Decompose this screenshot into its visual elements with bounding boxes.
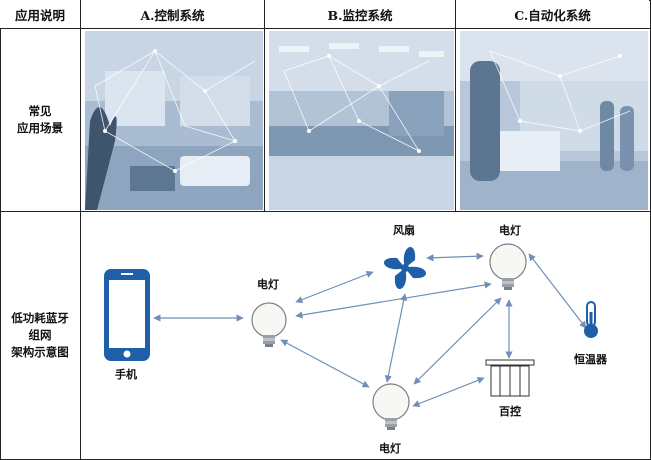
arch-label-line3: 架构示意图 — [11, 345, 69, 359]
lamp-top-right-label: 电灯 — [499, 224, 521, 237]
scenes-row-label: 常见 应用场景 — [0, 29, 80, 211]
fan-label: 风扇 — [393, 224, 415, 237]
lamp-top-right-icon — [489, 243, 527, 290]
fan-icon — [383, 246, 427, 290]
col-divider-2 — [264, 0, 265, 211]
blinds-label: 百控 — [499, 405, 521, 418]
connection-arrows — [153, 252, 587, 407]
header-col-monitor: B.监控系统 — [265, 0, 455, 28]
arch-label-line1: 低功耗蓝牙 — [11, 311, 69, 325]
scenes-label-line2: 应用场景 — [17, 121, 63, 135]
photo-control-living-room — [85, 31, 263, 210]
col-divider-3 — [455, 0, 456, 211]
lamp-bottom-icon — [372, 383, 410, 430]
arrow-toplamp-bottomlamp — [413, 297, 502, 385]
col-divider-1 — [80, 0, 81, 459]
header-col-automation: C.自动化系统 — [456, 0, 649, 28]
phone-label: 手机 — [115, 368, 137, 381]
arrow-lamp-fan — [295, 270, 374, 304]
thermostat-label: 恒温器 — [574, 353, 607, 366]
header-col-control: A.控制系统 — [81, 0, 264, 28]
thermostat-icon — [584, 301, 598, 338]
photo-monitor-factory — [269, 31, 454, 210]
header-divider — [0, 28, 650, 29]
lamp-bottom-label: 电灯 — [379, 442, 401, 455]
scenes-label-line1: 常见 — [28, 104, 52, 118]
row-divider — [0, 211, 650, 212]
blinds-icon — [485, 359, 535, 397]
photo-automation-hospital — [460, 31, 648, 210]
ble-mesh-diagram — [104, 243, 598, 430]
arrow-lamp-bottomlamp — [280, 339, 370, 388]
arch-row-label: 低功耗蓝牙 组网 架构示意图 — [0, 212, 80, 459]
arrow-lamp-toplamp — [295, 281, 492, 319]
lamp-left-icon — [251, 302, 287, 347]
arch-label-line2: 组网 — [28, 328, 52, 342]
arrow-toplamp-thermostat — [528, 253, 587, 329]
header-col-description: 应用说明 — [0, 0, 80, 28]
lamp-left-label: 电灯 — [257, 278, 279, 291]
arrow-blinds-bottomlamp — [412, 377, 485, 407]
phone-icon — [104, 269, 150, 361]
arrow-fan-bottomlamp — [384, 293, 408, 383]
arrow-fan-toplamp — [426, 252, 484, 262]
